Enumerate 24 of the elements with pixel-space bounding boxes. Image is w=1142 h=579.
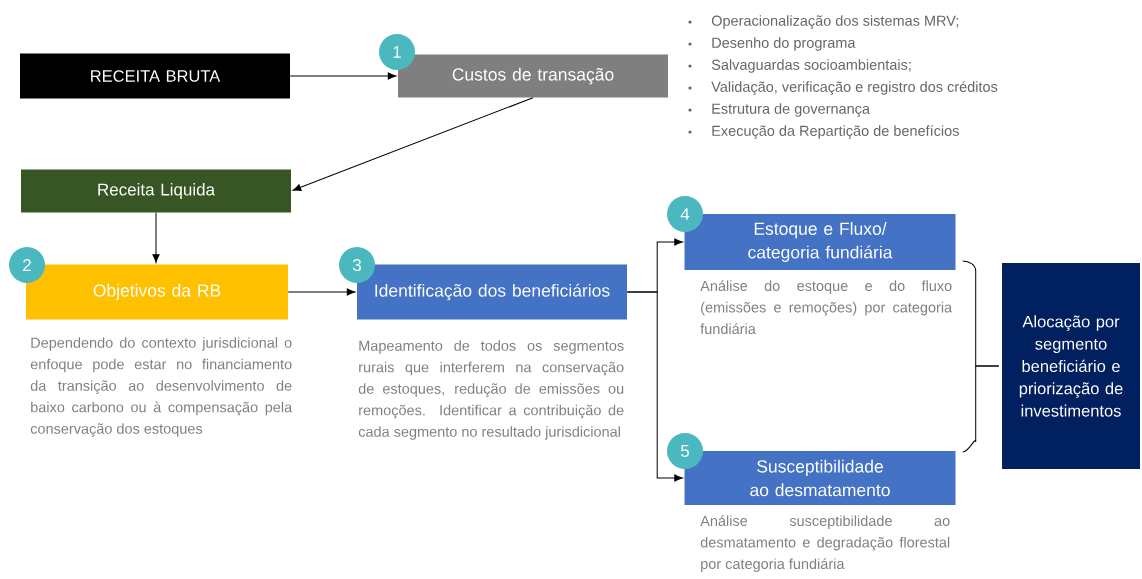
bullet-item: Validação, verificação e registro dos créditos bbox=[688, 81, 998, 95]
arrow bbox=[152, 212, 160, 263]
description-text: Análise susceptibilidade ao desmatamento e degradação florestal por categoria fundiária bbox=[700, 515, 950, 572]
number-badge: 1 bbox=[379, 34, 415, 70]
arrow bbox=[626, 291, 683, 482]
description-text: Análise do estoque e do fluxo (emissões e remoções) por categoria fundiária bbox=[700, 280, 953, 334]
process-box: RECEITA BRUTA bbox=[20, 53, 290, 99]
process-box: Receita Liquida bbox=[21, 169, 291, 213]
number-badge: 5 bbox=[667, 433, 703, 469]
bullet-item: Desenho do programa bbox=[688, 37, 856, 51]
bullet-item: Salvaguardas socioambientais; bbox=[688, 59, 911, 73]
bullet-item: Estrutura de governança bbox=[688, 103, 870, 117]
bullet-item: Execução da Repartição de benefícios bbox=[688, 125, 959, 139]
number-badge: 2 bbox=[9, 247, 45, 283]
arrow bbox=[289, 72, 397, 80]
description-text: Dependendo do contexto jurisdicional o enfoque pode estar no financiamento da transição ao desenvolvimento de baixo carbono ou à compensação pela conservação dos estoques bbox=[30, 337, 293, 437]
bullet-item: Operacionalização dos sistemas MRV; bbox=[688, 15, 959, 29]
description-text: Mapeamento de todos os segmentos rurais que interferem na conservação de estoques, redução de emissões ou remoções. Identificar a contribuição de cada segmento no resultado jurisdicional bbox=[358, 340, 624, 440]
brace bbox=[962, 365, 1000, 453]
arrow bbox=[287, 288, 356, 296]
number-badge: 4 bbox=[667, 196, 703, 232]
arrow bbox=[292, 97, 534, 191]
number-badge: 3 bbox=[339, 247, 375, 283]
result-box: Alocação por segmento beneficiário e priorização de investimentos bbox=[1002, 263, 1140, 469]
